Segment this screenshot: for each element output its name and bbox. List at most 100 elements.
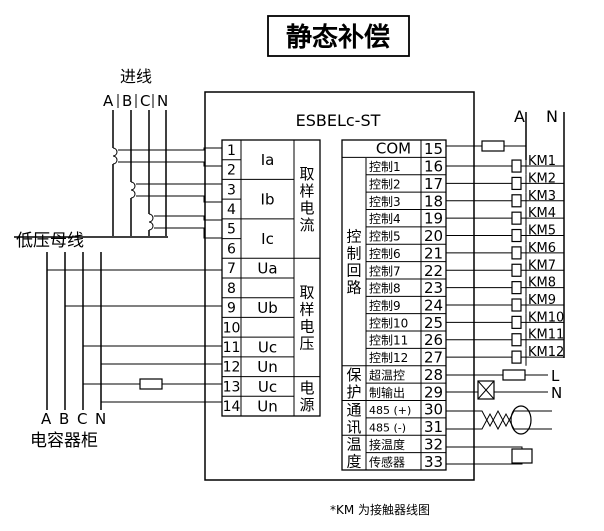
contactor-coil-icon [511,350,522,364]
contactor-area: A N KM1KM2KM3KM4KM5KM6KM7KM8KM9KM10KM11K… [446,107,565,366]
right-signal-label: 控制3 [369,195,401,209]
contactor-label: KM10 [528,310,564,325]
contactor-coil-icon [511,159,522,173]
right-group-label: 控制回路 [346,227,361,296]
title-box [267,15,410,57]
contactor-label: KM6 [528,241,556,256]
left-terminal-number: 8 [227,281,236,297]
right-terminal-number: 19 [424,210,443,228]
contactor-label: KM3 [528,189,556,204]
right-terminal-number: 15 [424,140,443,158]
right-terminal-number: 22 [424,262,443,280]
ct-coil-icon [130,181,136,199]
right-signal-label: 控制10 [369,316,408,330]
fuse-icon [139,378,163,390]
right-group-label: 保护 [346,366,361,401]
contactor-label: KM5 [528,224,556,239]
right-terminal-number: 21 [424,244,443,262]
right-terminal-number: 27 [424,349,443,367]
incoming-phase-c: C [140,92,150,110]
contactor-label: KM8 [528,276,556,291]
right-terminal-number: 28 [424,366,443,384]
temperature-sensor-icon [446,446,533,465]
right-signal-label: 控制5 [369,230,401,244]
right-signal-label: 控制1 [369,160,401,174]
left-group-label: 电源 [299,379,314,414]
contactor-coil-icon [511,176,522,191]
right-terminal-number: 26 [424,331,443,349]
right-terminal-number: 29 [424,383,443,401]
contactor-coil-icon [511,333,522,347]
incoming-phase-b: B [122,92,132,110]
left-terminal-number: 10 [223,320,241,336]
right-signal-label: 控制11 [369,334,408,348]
right-signal-label: 超温控 [369,367,405,382]
protect-output-l: L [551,367,560,385]
rs485-twisted-pair-icon [446,405,552,435]
contactor-label: KM11 [528,328,564,343]
right-terminal-number: 23 [424,279,443,297]
contactor-label: KM7 [528,258,556,273]
right-signal-label: 控制7 [369,264,401,278]
right-terminal-number: 25 [424,314,443,332]
contactor-coil-icon [511,263,522,277]
contactor-label: KM4 [528,206,556,221]
right-group-label: 通讯 [346,401,361,436]
left-terminal-number: 9 [227,301,236,317]
contactor-coil-icon [511,281,522,295]
right-terminal-number: 30 [424,401,443,419]
contactor-coil-icon [511,298,522,312]
left-group-label: 取样电流 [299,165,314,234]
right-terminal-number: 16 [424,158,443,176]
right-signal-label: 接温度 [369,437,405,452]
capacitor-cabinet-label: 电容器柜 [30,431,98,451]
left-signal-label: Ua [257,260,277,278]
left-signal-label: Uc [258,339,277,357]
left-signal-label: Ic [261,230,274,248]
protection-output: L N [446,367,562,402]
fuse-icon [502,369,526,381]
right-signal-label: 传感器 [369,454,405,469]
left-terminal-number: 4 [227,202,236,218]
incoming-lines [112,110,222,239]
left-terminal-number: 1 [227,143,236,159]
right-terminal-number: 18 [424,192,443,210]
right-terminal-number: 24 [424,297,443,315]
left-signal-label: Un [257,358,278,376]
cabinet-phase-c: C [77,410,87,428]
right-terminal-number: 17 [424,175,443,193]
left-group-label: 取样电压 [299,283,314,352]
left-signal-label: Ub [257,299,278,317]
right-signal-label: 控制2 [369,177,401,191]
right-signal-label: 控制4 [369,212,401,226]
right-signal-label: 控制6 [369,247,401,261]
right-signal-label: 控制9 [369,299,401,313]
ct-coil-icon [148,213,154,231]
cabinet-phase-n: N [95,410,106,428]
left-signal-label: Ib [261,191,275,209]
left-signal-label: Ia [261,151,275,169]
contactor-label: KM1 [528,154,556,169]
left-terminal-number: 5 [227,222,236,238]
diagram-title: 静态补偿 [286,22,390,53]
protect-output-n: N [551,384,562,402]
ct-coil-icon [112,147,118,165]
contactor-coil-icon [511,246,522,260]
right-terminal-number: 32 [424,435,443,453]
contactor-label: KM12 [528,345,564,360]
left-terminal-number: 14 [223,399,241,415]
supply-neutral: N [546,107,558,126]
left-terminal-number: 11 [223,340,241,356]
right-terminal-number: 31 [424,418,443,436]
right-signal-label: 485 (-) [369,422,406,435]
left-terminal-number: 6 [227,241,236,257]
incoming-phase-a: A [103,92,114,110]
left-signal-label: Uc [258,378,277,396]
left-terminal-number: 13 [223,379,241,395]
right-terminal-number: 20 [424,227,443,245]
right-signal-label: COM [376,140,411,158]
right-signal-label: 制输出 [369,385,405,400]
fuse-icon [481,140,505,152]
left-signal-label: Un [257,398,278,416]
